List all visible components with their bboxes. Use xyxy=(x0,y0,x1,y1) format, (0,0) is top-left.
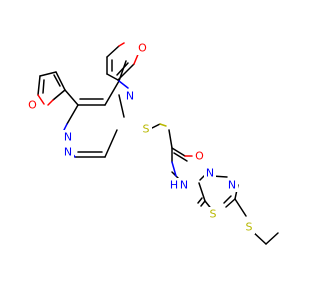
colored-bond-segments xyxy=(37,42,193,177)
carbonyl-oxygen-label: O xyxy=(195,150,204,163)
furan-left-oxygen-label: O xyxy=(28,99,37,112)
atom-labels: O O N N N S O H N N N S S xyxy=(26,41,255,234)
thiadiazole-nitrogen-right-label: N xyxy=(228,179,236,192)
thioether-sulfur-label: S xyxy=(143,123,150,136)
triazine-ring xyxy=(66,60,127,158)
triazine-nitrogen-left2-label: N xyxy=(64,146,72,159)
chemical-structure-diagram: O O N N N S O H N N N S S xyxy=(26,41,279,245)
triazine-nitrogen-left1-label: N xyxy=(64,131,72,144)
thiadiazole-sulfur-label: S xyxy=(210,208,217,221)
ethylthio-group xyxy=(234,198,279,245)
furan-triazine-bonds xyxy=(64,79,120,106)
triazine-nitrogen-top-label: N xyxy=(126,90,134,103)
amide-nitrogen-label: N xyxy=(180,179,188,192)
furan-ring-left xyxy=(37,71,66,101)
thiadiazole-nitrogen-top-label: N xyxy=(206,167,214,180)
acetamide-linker xyxy=(149,123,188,181)
amide-hydrogen-label: H xyxy=(170,179,178,192)
furan-top-oxygen-label: O xyxy=(138,42,147,55)
ethylthio-sulfur-label: S xyxy=(246,221,253,234)
